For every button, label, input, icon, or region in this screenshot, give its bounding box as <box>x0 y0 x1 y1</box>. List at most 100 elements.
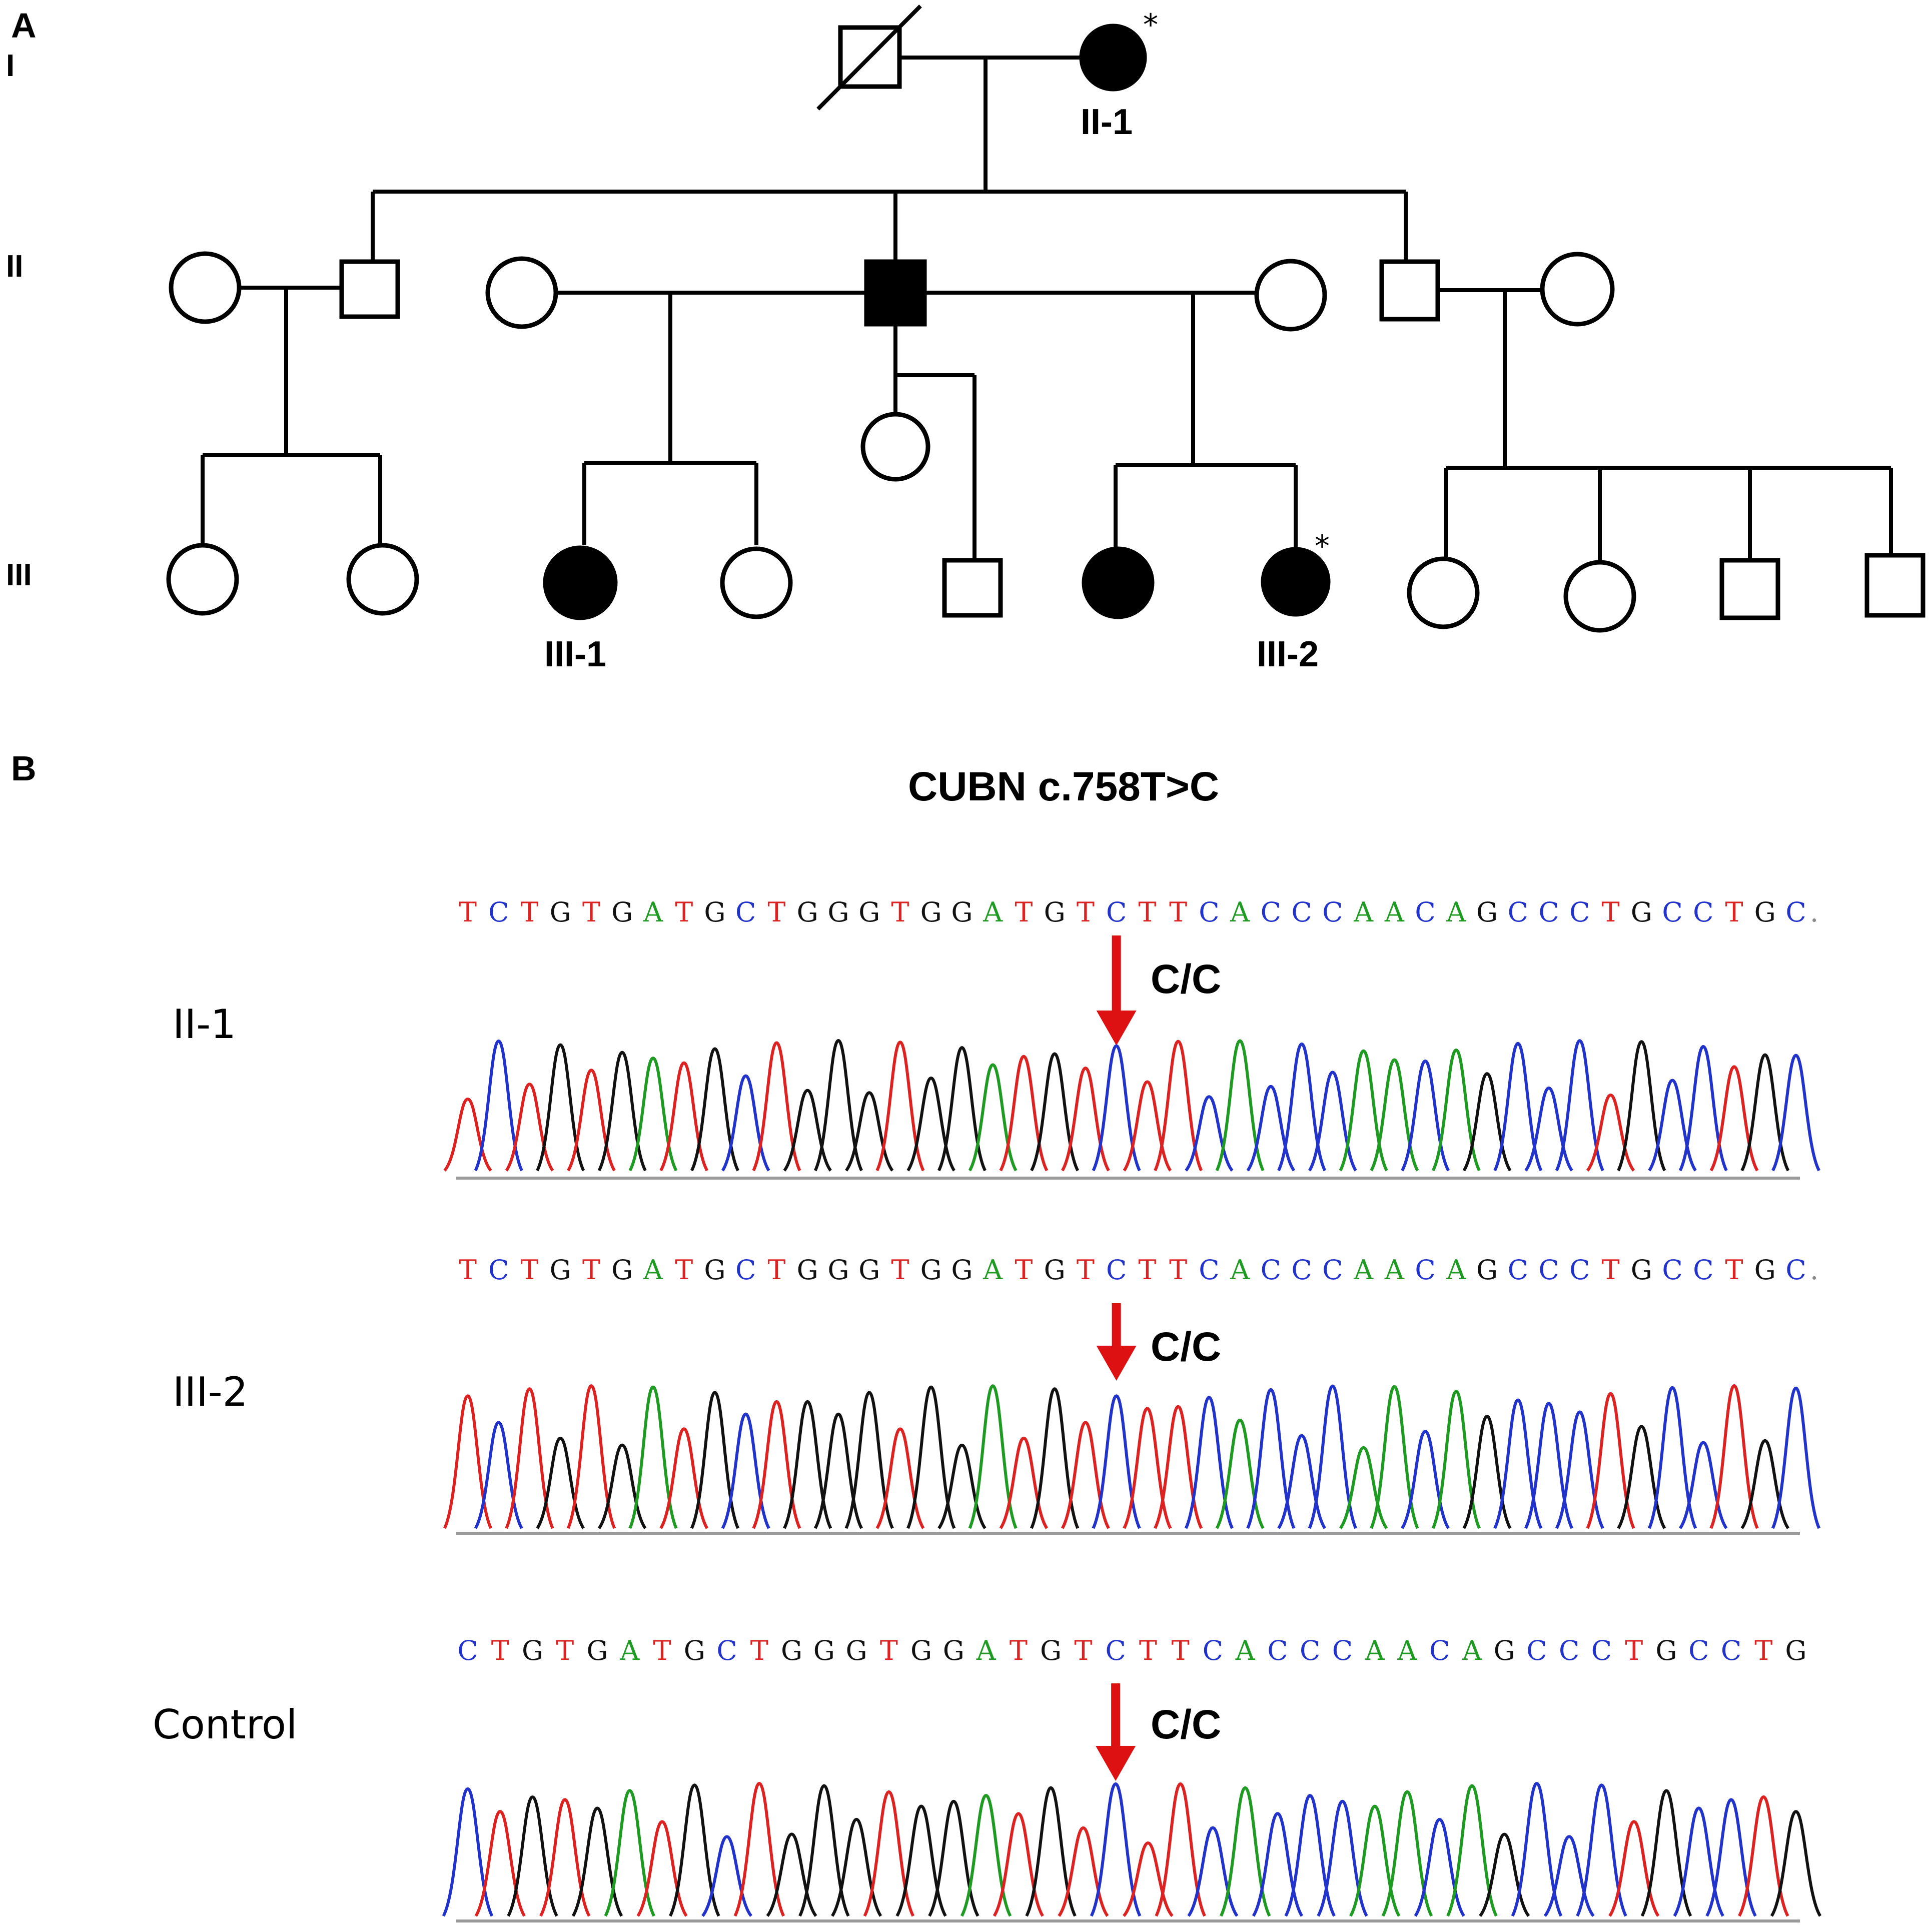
trace-peak <box>960 1793 1012 1917</box>
trace-peak <box>875 1041 925 1172</box>
trace-peak <box>1678 1045 1728 1172</box>
base-letter: C <box>1261 896 1281 928</box>
trace-peak <box>1215 1418 1265 1529</box>
trace-peak <box>1030 1052 1080 1172</box>
trace-peak <box>1709 1384 1759 1529</box>
base-letter: C <box>1105 1635 1126 1666</box>
base-letter: G <box>943 1635 964 1666</box>
base-letter: C <box>1569 896 1590 928</box>
base-letter: G <box>920 1254 942 1286</box>
trace-peak <box>999 1055 1049 1172</box>
trace-peak <box>928 1799 980 1917</box>
trace-peak <box>604 1789 656 1917</box>
base-letter: T <box>582 1254 600 1286</box>
pedigree-individuals <box>166 5 1925 633</box>
base-letter: T <box>1169 1254 1187 1286</box>
affected-female-circle <box>1261 547 1331 617</box>
base-letter: C <box>1538 1254 1559 1286</box>
trace-peak <box>752 1400 801 1529</box>
base-letter: C <box>1199 896 1219 928</box>
male-square <box>1864 553 1925 618</box>
arrow-head <box>1096 1011 1137 1046</box>
base-letter: G <box>684 1635 705 1666</box>
base-letter: G <box>1044 896 1066 928</box>
base-letter: G <box>797 896 818 928</box>
base-letter: A <box>983 896 1003 928</box>
genotype-label: C/C <box>1151 1324 1221 1370</box>
trace-peak <box>968 1063 1018 1172</box>
trace-peak <box>1586 1392 1635 1529</box>
trace-peak <box>1647 1386 1697 1529</box>
female-circle <box>346 543 419 616</box>
base-letter: A <box>1230 1254 1250 1286</box>
trace-peak <box>1090 1782 1142 1917</box>
base-letter: A <box>1235 1635 1256 1666</box>
trace-peak <box>636 1820 688 1917</box>
sample-label: Control <box>153 1701 297 1748</box>
trace-peak <box>937 1046 987 1172</box>
trace-peak <box>783 1400 832 1529</box>
trace-peak <box>1092 1044 1141 1172</box>
trace-peak <box>507 1795 558 1917</box>
trace-peak <box>1092 1394 1141 1529</box>
base-letter: G <box>704 1254 725 1286</box>
trace-peak <box>659 1061 709 1172</box>
trace-peak <box>1215 1039 1265 1172</box>
trace-peak <box>1576 1783 1627 1917</box>
trace-peak <box>1349 1804 1401 1917</box>
trace-peak <box>1648 1079 1697 1172</box>
panel-b-label: B <box>11 749 37 788</box>
female-circle <box>485 256 558 329</box>
female-circle <box>720 546 793 619</box>
trace-peak <box>1308 1071 1357 1172</box>
trace-peak <box>1252 1812 1304 1917</box>
base-letter: C <box>1300 1635 1320 1666</box>
trace-peak <box>1308 1384 1357 1529</box>
trace-peak <box>1740 1053 1790 1172</box>
base-letter: C <box>1559 1635 1579 1666</box>
base-letter: C <box>1785 1254 1806 1286</box>
trace-peak <box>1640 1789 1692 1917</box>
female-circle <box>169 251 242 324</box>
trace-peak <box>733 1782 785 1917</box>
base-letter: G <box>611 896 633 928</box>
base-letter: T <box>1169 896 1187 928</box>
trace-peak <box>597 1051 647 1172</box>
base-letter: T <box>1172 1635 1190 1666</box>
base-letter: G <box>1785 1635 1806 1666</box>
base-letter: G <box>951 1254 973 1286</box>
trace-peak <box>1738 1795 1789 1917</box>
generation-label-1: I <box>6 49 15 83</box>
trace-peak <box>1555 1410 1604 1529</box>
female-circle <box>1540 252 1615 327</box>
female-circle <box>166 543 239 616</box>
base-letter: T <box>1139 1635 1157 1666</box>
trace-peak <box>669 1783 720 1917</box>
chromatogram-peaks <box>442 1782 1822 1917</box>
individual-label-iii-1: III-1 <box>544 634 606 674</box>
trace-peak <box>659 1427 709 1529</box>
base-letter: C <box>488 896 509 928</box>
base-letter: C <box>1199 1254 1219 1286</box>
base-letter: A <box>1446 1254 1466 1286</box>
trace-peak <box>721 1412 770 1529</box>
trace-peak <box>1673 1806 1724 1917</box>
base-letter: A <box>1353 1254 1374 1286</box>
trace-peak <box>1617 1425 1666 1529</box>
base-letter: C <box>1322 896 1343 928</box>
base-letter: G <box>1631 896 1652 928</box>
base-letter: T <box>675 896 693 928</box>
base-letter: C <box>1415 896 1435 928</box>
trace-peak <box>1414 1818 1465 1917</box>
base-letter: T <box>1602 1254 1620 1286</box>
base-letter: T <box>520 896 538 928</box>
base-letter: C <box>1591 1635 1612 1666</box>
trace-peak <box>442 1787 494 1917</box>
base-letter: A <box>1397 1635 1417 1666</box>
base-letter: C <box>1291 1254 1312 1286</box>
male-square <box>1379 259 1440 322</box>
panel-b-title: CUBN c.758T>C <box>908 764 1219 809</box>
base-letter: A <box>1462 1635 1482 1666</box>
trace-peak <box>1030 1387 1080 1529</box>
